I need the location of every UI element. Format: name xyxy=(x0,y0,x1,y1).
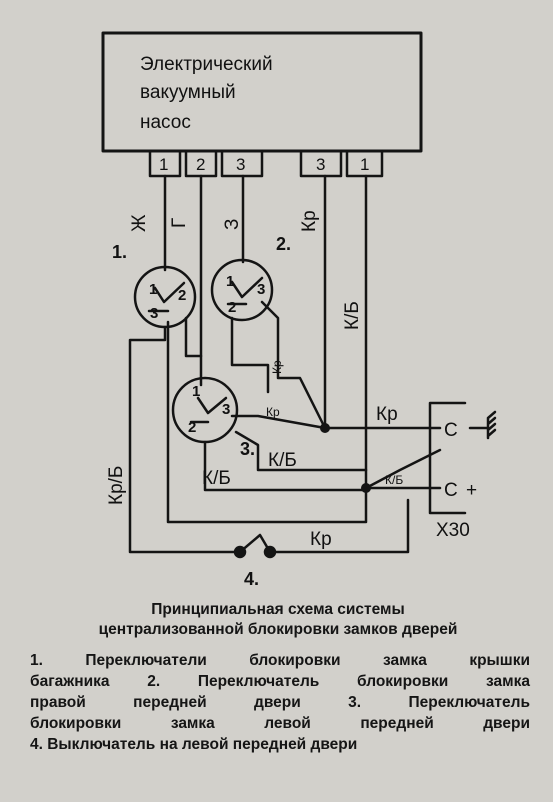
wire-label-kb-small: К/Б xyxy=(385,473,403,487)
switch-number-2: 2. xyxy=(276,234,291,254)
wire-label-kr-bottom: Кр xyxy=(310,529,332,550)
pin-box-5 xyxy=(345,149,384,178)
wire-label-z: З xyxy=(222,219,243,230)
switch-number-3: 3. xyxy=(240,439,255,459)
wiring-diagram: Электрический вакуумный насос 1 2 3 3 1 … xyxy=(101,31,497,589)
wire-label-kr-small1: Кр xyxy=(270,360,284,374)
pin-label: 1 xyxy=(159,155,168,174)
contact-label: 3 xyxy=(222,401,230,418)
switch-number-4: 4. xyxy=(244,569,259,589)
wire-label-krb: Кр/Б xyxy=(106,466,127,505)
wire-label-kr: Кр xyxy=(299,210,320,232)
pump-title-line2: вакуумный xyxy=(140,82,236,103)
contact-label: 1 xyxy=(226,273,234,290)
wire-label-kb: К/Б xyxy=(342,301,363,330)
contact-label: 3 xyxy=(150,305,158,322)
contact-label: 1 xyxy=(149,281,157,298)
pump-title-line3: насос xyxy=(140,112,191,133)
pin-label: 2 xyxy=(196,155,205,174)
contact-label: 2 xyxy=(178,287,186,304)
wire-label-g: Г xyxy=(169,218,190,228)
caption-line: Принципиальная схема системы xyxy=(151,601,405,618)
caption-line: централизованной блокировки замков двере… xyxy=(98,621,458,638)
legend-line: 4. Выключатель на левой передней двери xyxy=(30,736,358,753)
legend-line: блокировки замка левой передней двери xyxy=(30,715,530,732)
contact-label: 3 xyxy=(257,281,265,298)
wire-label-kr-mid: Кр xyxy=(376,404,398,425)
wire-kb xyxy=(166,174,368,524)
legend-line: 1. Переключатели блокировки замка крышки xyxy=(30,652,530,669)
connector-terminal-top: С xyxy=(444,420,458,441)
contact-label: 1 xyxy=(192,383,200,400)
switch-number-1: 1. xyxy=(112,242,127,262)
pin-box-4 xyxy=(299,149,343,178)
pin-label: 3 xyxy=(316,155,325,174)
connector-bracket xyxy=(428,401,467,515)
wire-label-kb-mid: К/Б xyxy=(268,450,297,471)
figure-legend: 1. Переключатели блокировки замка крышки… xyxy=(30,650,530,755)
switch-2 xyxy=(210,258,274,322)
contact-label: 2 xyxy=(188,419,196,436)
wire-label-kr-small2: Кр xyxy=(266,405,280,419)
wire-label-kb-low: К/Б xyxy=(202,468,231,489)
contact-label: 2 xyxy=(228,299,236,316)
pin-label: 1 xyxy=(360,155,369,174)
pin-label: 3 xyxy=(236,155,245,174)
legend-line: правой передней двери 3. Переключатель xyxy=(30,694,530,711)
legend-line: багажника 2. Переключатель блокировки за… xyxy=(30,673,530,690)
connector-label: X30 xyxy=(436,520,470,541)
wire-label-zh: Ж xyxy=(129,214,150,232)
figure-caption: Принципиальная схема системы централизов… xyxy=(38,600,518,640)
pump-title-line1: Электрический xyxy=(140,54,273,75)
connector-terminal-bottom: С xyxy=(444,480,458,501)
connector-plus: + xyxy=(466,480,477,501)
